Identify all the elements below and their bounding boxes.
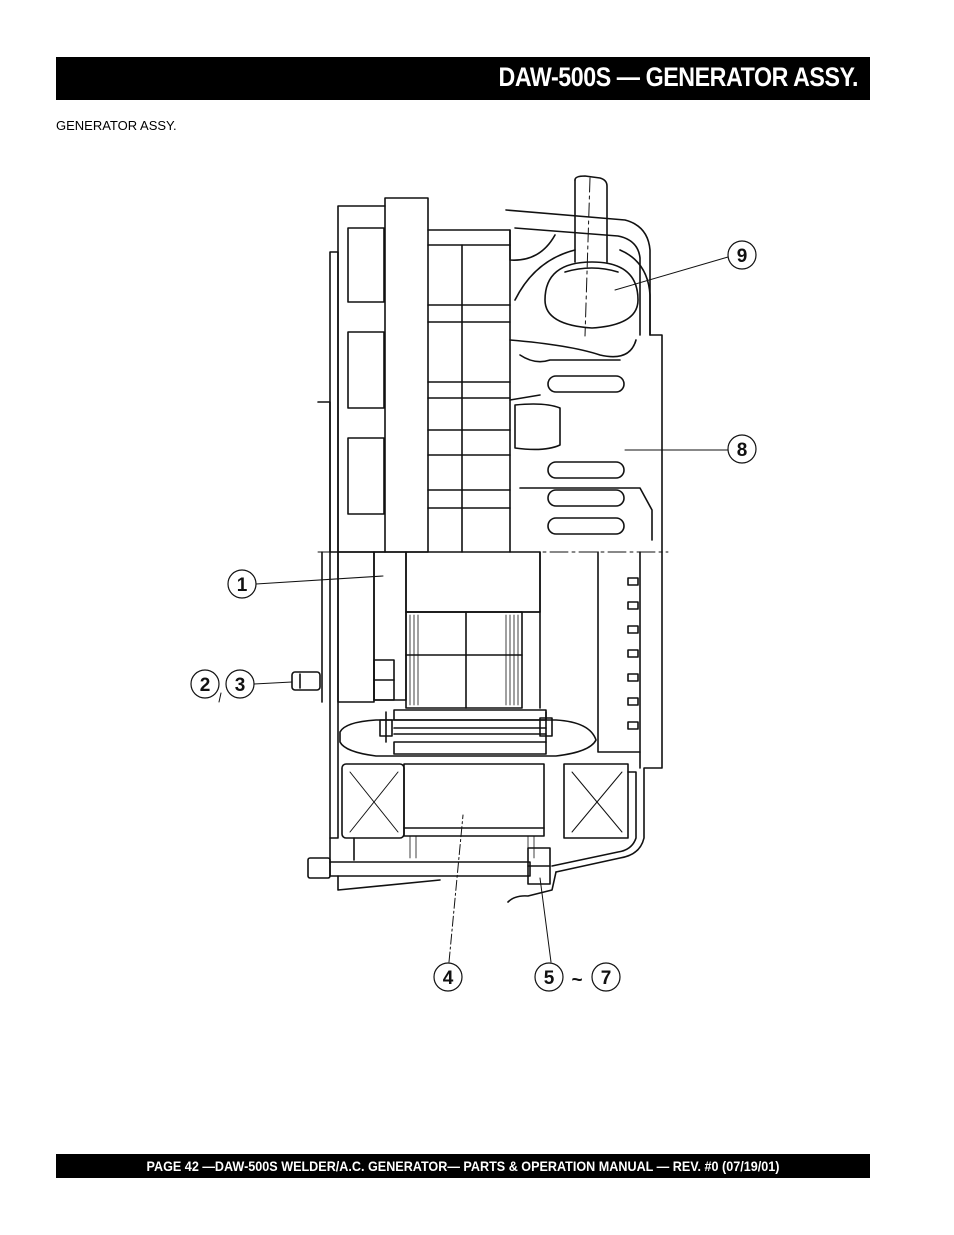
callout-label-5: 5: [544, 968, 555, 989]
lower-housing: [291, 551, 663, 903]
callout-label-2: 2: [200, 675, 211, 696]
footer-bar: PAGE 42 —DAW-500S WELDER/A.C. GENERATOR—…: [56, 1154, 870, 1178]
callout-circle-7: [591, 962, 621, 992]
header-bar: DAW-500S — GENERATOR ASSY.: [56, 57, 870, 100]
callout-label-7: 7: [601, 968, 612, 989]
page-title: DAW-500S — GENERATOR ASSY.: [498, 62, 858, 92]
callout-label-4: 4: [443, 968, 454, 989]
callout-circle-2: [190, 669, 220, 699]
callout-circle-5: [534, 962, 564, 992]
callout-label-1: 1: [237, 575, 248, 596]
callouts: [190, 240, 757, 992]
callout-label-3: 3: [235, 675, 246, 696]
callout-circle-9: [727, 240, 757, 270]
footer-text: PAGE 42 —DAW-500S WELDER/A.C. GENERATOR—…: [146, 1158, 780, 1174]
callout-label-9: 9: [737, 246, 748, 267]
callout-label-8: 8: [737, 440, 748, 461]
upper-housing: [317, 175, 663, 553]
section-subtitle: GENERATOR ASSY.: [56, 118, 177, 133]
callout-circle-4: [433, 962, 463, 992]
callout-circle-8: [727, 434, 757, 464]
callout-range-tilde: ~: [571, 970, 582, 991]
